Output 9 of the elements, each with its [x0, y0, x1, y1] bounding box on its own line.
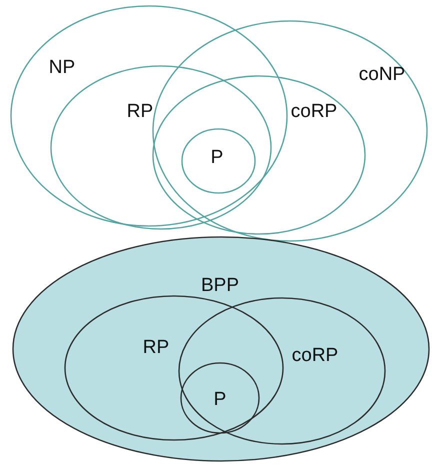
set-label: coRP	[292, 345, 338, 367]
set-label: coRP	[290, 101, 338, 123]
set-label: BPP	[200, 275, 240, 297]
set-label: P	[214, 389, 226, 411]
set-label: P	[210, 147, 224, 169]
set-label: RP	[142, 337, 170, 359]
set-label: NP	[48, 57, 76, 79]
set-label: RP	[126, 101, 154, 123]
set-label: coNP	[358, 64, 406, 86]
